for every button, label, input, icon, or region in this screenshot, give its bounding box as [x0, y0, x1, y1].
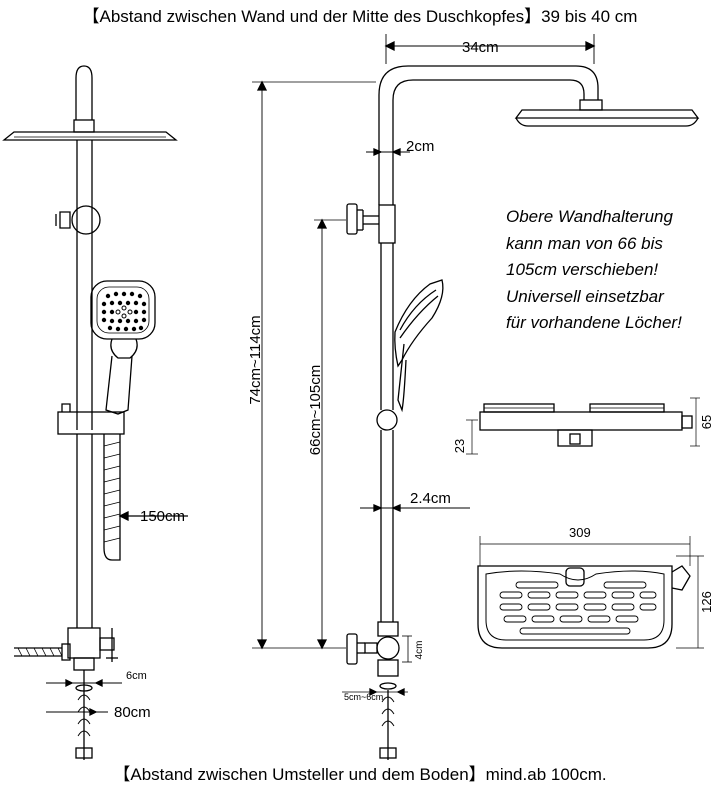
label-total-height: 74cm~114cm: [247, 315, 264, 404]
label-hose-length: 150cm: [140, 508, 185, 525]
diverter-valve: [67, 627, 101, 659]
hose: [103, 434, 121, 561]
wall-bracket: [71, 205, 101, 235]
top-arm-outer: [378, 65, 599, 205]
note-line-5: für vorhandene Löcher!: [506, 313, 682, 332]
side-hand-shower: [394, 279, 444, 368]
label-bracket-range: 66cm~105cm: [307, 365, 324, 455]
label-pipe-diameter: 2.4cm: [410, 490, 451, 507]
note-line-2: kann man von 66 bis: [506, 233, 663, 253]
side-wall-bracket: [378, 204, 396, 244]
label-mixer-height: 4cm: [414, 641, 425, 660]
note-line-3: 105cm verschieben!: [506, 260, 659, 279]
label-shelf-depth: 126: [699, 591, 714, 613]
side-slider: [376, 409, 398, 431]
middle-dimensions: [252, 34, 596, 697]
bottom-caption: 【Abstand zwischen Umsteller und dem Bode…: [113, 765, 607, 784]
shelf-body: [479, 411, 683, 431]
label-shelf-width: 309: [569, 525, 591, 540]
shelf-tray: [477, 565, 673, 649]
label-bottom-width: 80cm: [114, 704, 151, 721]
label-mixer-spacing: 5cm~6cm: [344, 692, 383, 702]
front-view: [2, 65, 178, 760]
spray-nozzles: [101, 291, 147, 332]
shelf-clip: [671, 565, 691, 591]
hand-shower-head: [90, 280, 156, 340]
rain-shower-head: [2, 131, 178, 141]
installation-note: Obere Wandhalterung kann man von 66 bis …: [506, 204, 716, 337]
label-pipe-spacing-top: 2cm: [406, 138, 434, 155]
note-line-4: Universell einsetzbar: [506, 286, 664, 306]
top-caption: 【Abstand zwischen Wand und der Mitte des…: [82, 7, 638, 26]
label-shelf-side-height: 23: [452, 439, 467, 453]
side-mixer: [376, 636, 400, 660]
label-connector-spacing: 6cm: [126, 670, 147, 682]
label-arm-width: 34cm: [462, 39, 499, 56]
head-connector: [73, 119, 95, 133]
shelf-side-view: [466, 397, 700, 455]
slider-holder: [57, 411, 125, 435]
side-shower-head: [514, 109, 700, 119]
note-line-1: Obere Wandhalterung: [506, 207, 673, 226]
shower-arm: [75, 65, 93, 120]
left-dimensions: [46, 510, 188, 717]
label-shelf-height: 65: [699, 415, 714, 429]
shelf-top-view: [477, 536, 704, 649]
side-view: [346, 65, 700, 760]
